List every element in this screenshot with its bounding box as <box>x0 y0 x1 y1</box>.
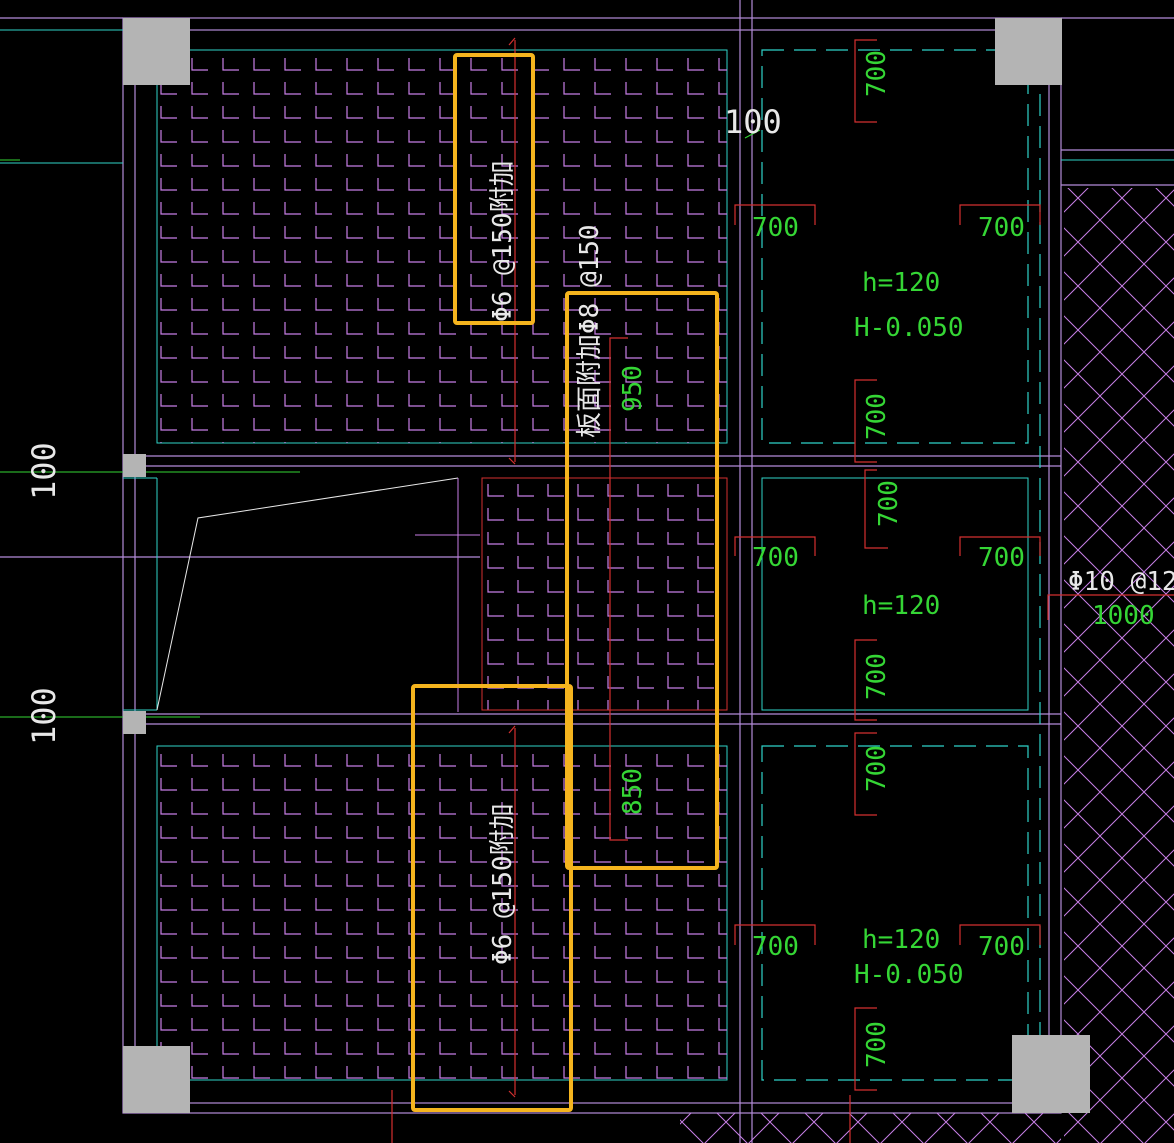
columns <box>123 18 1090 1113</box>
column-top-left <box>123 18 190 85</box>
callout-right-edge-length: 1000 <box>1092 601 1155 631</box>
panel-top-right-elevation: H-0.050 <box>854 313 964 343</box>
highlight-bottom-mesh <box>411 684 573 1112</box>
dim-left-gap-lower: 100 <box>25 687 63 745</box>
panel-top-right-right-dim: 700 <box>978 213 1025 243</box>
panel-bottom-right-left-dim: 700 <box>752 932 799 962</box>
dim-center-lower: 850 <box>618 768 648 815</box>
column-mid-left-lower <box>123 711 146 734</box>
highlight-center-strip <box>565 291 719 870</box>
green-axis-lines <box>0 129 761 718</box>
mesh-center <box>482 478 727 710</box>
panel-top-right-left-dim: 700 <box>752 213 799 243</box>
panel-bottom-right-bottom-dim: 700 <box>862 1021 892 1068</box>
column-bottom-left <box>123 1046 190 1113</box>
panel-middle-right-left-dim: 700 <box>752 543 799 573</box>
panel-bottom-right-top-dim: 700 <box>862 745 892 792</box>
panel-top-right-thickness: h=120 <box>862 268 940 298</box>
column-bottom-right <box>1012 1035 1090 1113</box>
panel-middle-right-top-dim: 700 <box>874 480 904 527</box>
panel-top-right: 700 700 700 h=120 H-0.050 700 <box>752 50 1025 440</box>
hatched-wall-strip <box>1064 188 1174 1143</box>
panel-middle-right: 700 700 700 h=120 700 <box>752 480 1025 700</box>
dim-center-upper: 950 <box>618 365 648 412</box>
column-mid-left-upper <box>123 454 146 477</box>
highlight-boxes <box>411 53 719 1112</box>
callout-center-strip: 板面附加Φ8 @150 <box>575 224 605 438</box>
mesh-center-outline <box>481 477 728 711</box>
callout-right-edge-rebar: Φ10 @125 <box>1068 567 1174 597</box>
highlight-top-left-mesh <box>453 53 535 325</box>
opening-outline <box>156 477 480 712</box>
callout-bottom-left-mesh: Φ6 @150附加 <box>488 803 518 965</box>
panel-middle-right-thickness: h=120 <box>862 591 940 621</box>
panel-bottom-right-thickness: h=120 <box>862 925 940 955</box>
panel-top-right-bottom-dim: 700 <box>862 393 892 440</box>
panel-bottom-right-elevation: H-0.050 <box>854 960 964 990</box>
panel-bottom-right-right-dim: 700 <box>978 932 1025 962</box>
rebar-lines <box>391 37 1174 1143</box>
panel-middle-right-right-dim: 700 <box>978 543 1025 573</box>
dim-top-gap: 100 <box>724 103 782 141</box>
mesh-bottom-left <box>157 746 727 1080</box>
dim-left-gap-upper: 100 <box>25 442 63 500</box>
panel-bottom-right: 700 700 700 h=120 H-0.050 700 <box>752 745 1025 1068</box>
mesh-top-left <box>157 50 727 443</box>
hatched-bottom-strip <box>680 1113 1061 1143</box>
callout-top-left-mesh: Φ6 @150附加 <box>488 160 518 322</box>
column-top-right <box>995 18 1062 85</box>
panel-middle-right-bottom-dim: 700 <box>862 653 892 700</box>
panel-top-right-top-dim: 700 <box>862 50 892 97</box>
